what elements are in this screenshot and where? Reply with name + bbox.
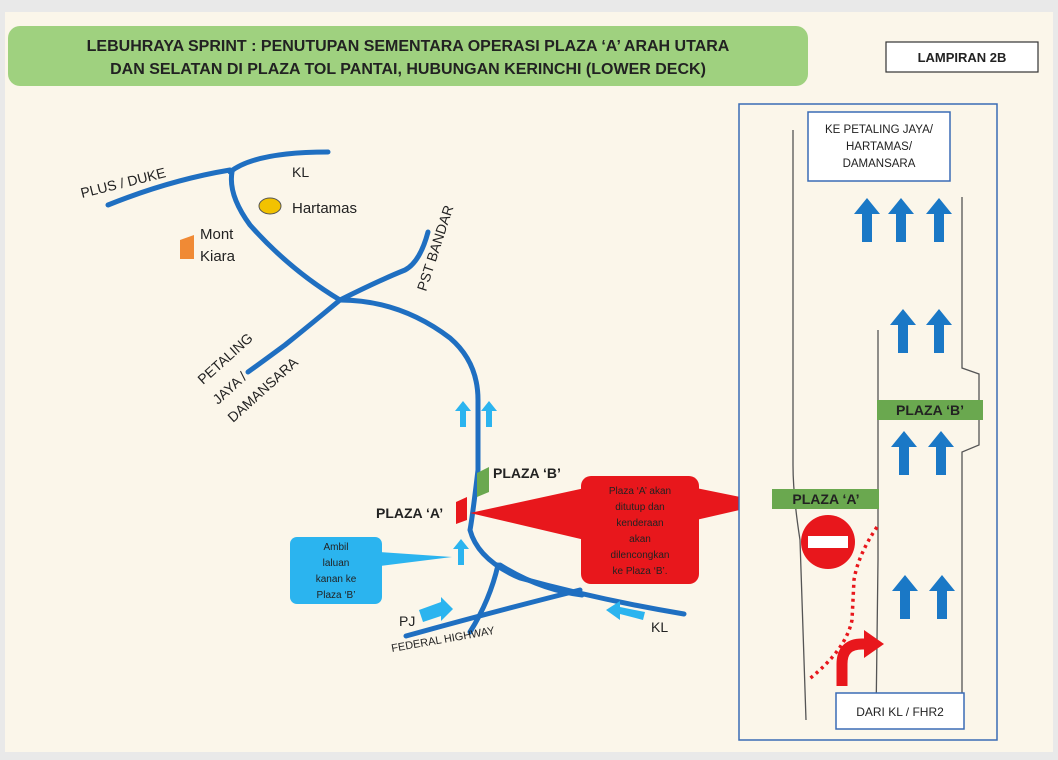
- blue-callout-line-3: kanan ke: [316, 574, 357, 585]
- blue-callout-line-1: Ambil: [323, 542, 348, 553]
- kl-bottom-label: KL: [651, 619, 668, 635]
- plaza-b-marker: [477, 467, 489, 497]
- road-plus-duke: [105, 167, 233, 208]
- red-callout-line-5: dilencongkan: [611, 550, 670, 561]
- red-callout: Plaza ‘A’ akan ditutup dan kenderaan aka…: [470, 476, 770, 584]
- blue-callout-line-4: Plaza ‘B’: [317, 590, 356, 601]
- pj-label: PJ: [399, 613, 415, 629]
- destination-line-3: DAMANSARA: [843, 158, 916, 170]
- title-line-1: LEBUHRAYA SPRINT : PENUTUPAN SEMENTARA O…: [87, 38, 730, 55]
- hartamas-label: Hartamas: [292, 200, 357, 217]
- road-kl-top: [227, 149, 331, 175]
- red-callout-line-6: ke Plaza ‘B’.: [612, 566, 667, 577]
- detail-plaza-b-label: PLAZA ‘B’: [896, 402, 964, 418]
- road-ramp-south: [467, 562, 501, 635]
- title-banner: [8, 26, 808, 86]
- kl-top-label: KL: [292, 164, 309, 180]
- diversion-route: [806, 526, 879, 682]
- red-callout-pointer-left: [470, 488, 585, 540]
- road-pst-bandar: [337, 229, 431, 303]
- road-petaling-jaya: [245, 297, 343, 375]
- road-hartamas-link: [228, 169, 343, 303]
- detail-plaza-a-bar: [772, 489, 879, 509]
- mont-kiara-marker: [180, 235, 194, 259]
- road-ramp-east: [497, 562, 585, 598]
- road-federal-highway-west: [403, 587, 583, 639]
- detail-panel: KE PETALING JAYA/ HARTAMAS/ DAMANSARA PL…: [738, 103, 998, 741]
- kl-arrow: [606, 601, 645, 620]
- plaza-b-label: PLAZA ‘B’: [493, 465, 561, 481]
- road-network: [105, 149, 687, 639]
- red-callout-line-2: ditutup dan: [615, 502, 665, 513]
- lampiran-box: [885, 41, 1039, 73]
- destination-line-2: HARTAMAS/: [846, 141, 913, 153]
- destination-line-1: KE PETALING JAYA/: [825, 124, 934, 136]
- source-label: DARI KL / FHR2: [856, 705, 944, 719]
- header: LEBUHRAYA SPRINT : PENUTUPAN SEMENTARA O…: [8, 26, 1039, 86]
- red-callout-line-3: kenderaan: [616, 518, 663, 529]
- title-line-2: DAN SELATAN DI PLAZA TOL PANTAI, HUBUNGA…: [110, 61, 706, 78]
- blue-callout: Ambil laluan kanan ke Plaza ‘B’: [290, 537, 452, 604]
- plaza-a-marker: [456, 497, 467, 524]
- source-box: [835, 692, 965, 730]
- kiara-label: Kiara: [200, 248, 236, 265]
- hartamas-marker: [258, 197, 282, 215]
- detail-plaza-a-label: PLAZA ‘A’: [792, 491, 859, 507]
- blue-callout-pointer: [380, 552, 452, 566]
- lampiran-label: LAMPIRAN 2B: [918, 50, 1007, 65]
- destination-box: [807, 111, 951, 182]
- no-entry-icon: [801, 515, 855, 569]
- blue-callout-line-2: laluan: [323, 558, 350, 569]
- red-callout-box: [581, 476, 699, 584]
- turn-right-icon: [836, 630, 884, 686]
- pj-arrow: [419, 597, 453, 622]
- blue-callout-box: [290, 537, 382, 604]
- red-callout-pointer-right: [696, 488, 770, 520]
- mont-label: Mont: [200, 226, 234, 243]
- detail-plaza-b-bar: [877, 400, 983, 420]
- plaza-a-label: PLAZA ‘A’: [376, 505, 443, 521]
- red-callout-line-1: Plaza ‘A’ akan: [609, 486, 671, 497]
- red-callout-line-4: akan: [629, 534, 651, 545]
